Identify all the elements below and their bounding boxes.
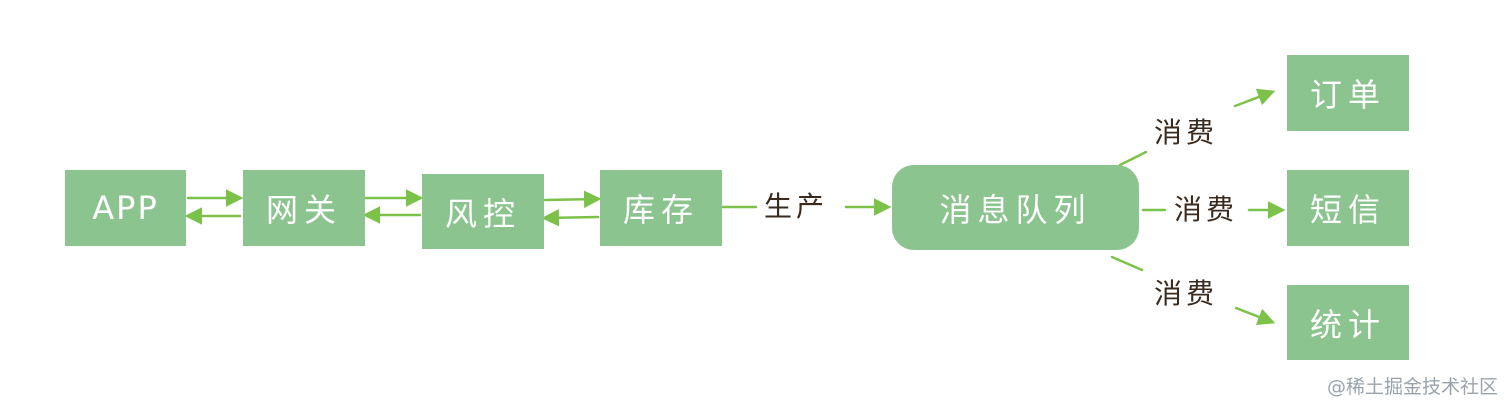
node-message-queue: 消息队列 [892, 165, 1139, 250]
node-risk-control: 风控 [422, 174, 544, 249]
arrow-queue-to-consume-stats-label [1110, 255, 1144, 272]
arrow-queue-to-consume-order-label [1118, 150, 1148, 167]
arrow-consume-to-stats [1234, 306, 1276, 326]
node-inventory: 库存 [600, 170, 722, 246]
edge-label-produce: 生产 [764, 190, 829, 223]
arrow-consume-to-order [1233, 88, 1276, 108]
arrow-inventory-to-risk [541, 208, 600, 227]
node-sms: 短信 [1287, 170, 1409, 246]
watermark: @稀土掘金技术社区 [1326, 376, 1498, 398]
edge-label-consume-stats: 消费 [1154, 277, 1219, 310]
node-stats: 统计 [1287, 285, 1409, 360]
node-order: 订单 [1287, 55, 1409, 131]
node-gateway: 网关 [243, 170, 365, 246]
node-app: APP [65, 170, 186, 246]
arrow-risk-to-inventory [543, 190, 602, 209]
edge-label-consume-order: 消费 [1154, 116, 1219, 149]
edge-label-consume-sms: 消费 [1174, 193, 1239, 226]
